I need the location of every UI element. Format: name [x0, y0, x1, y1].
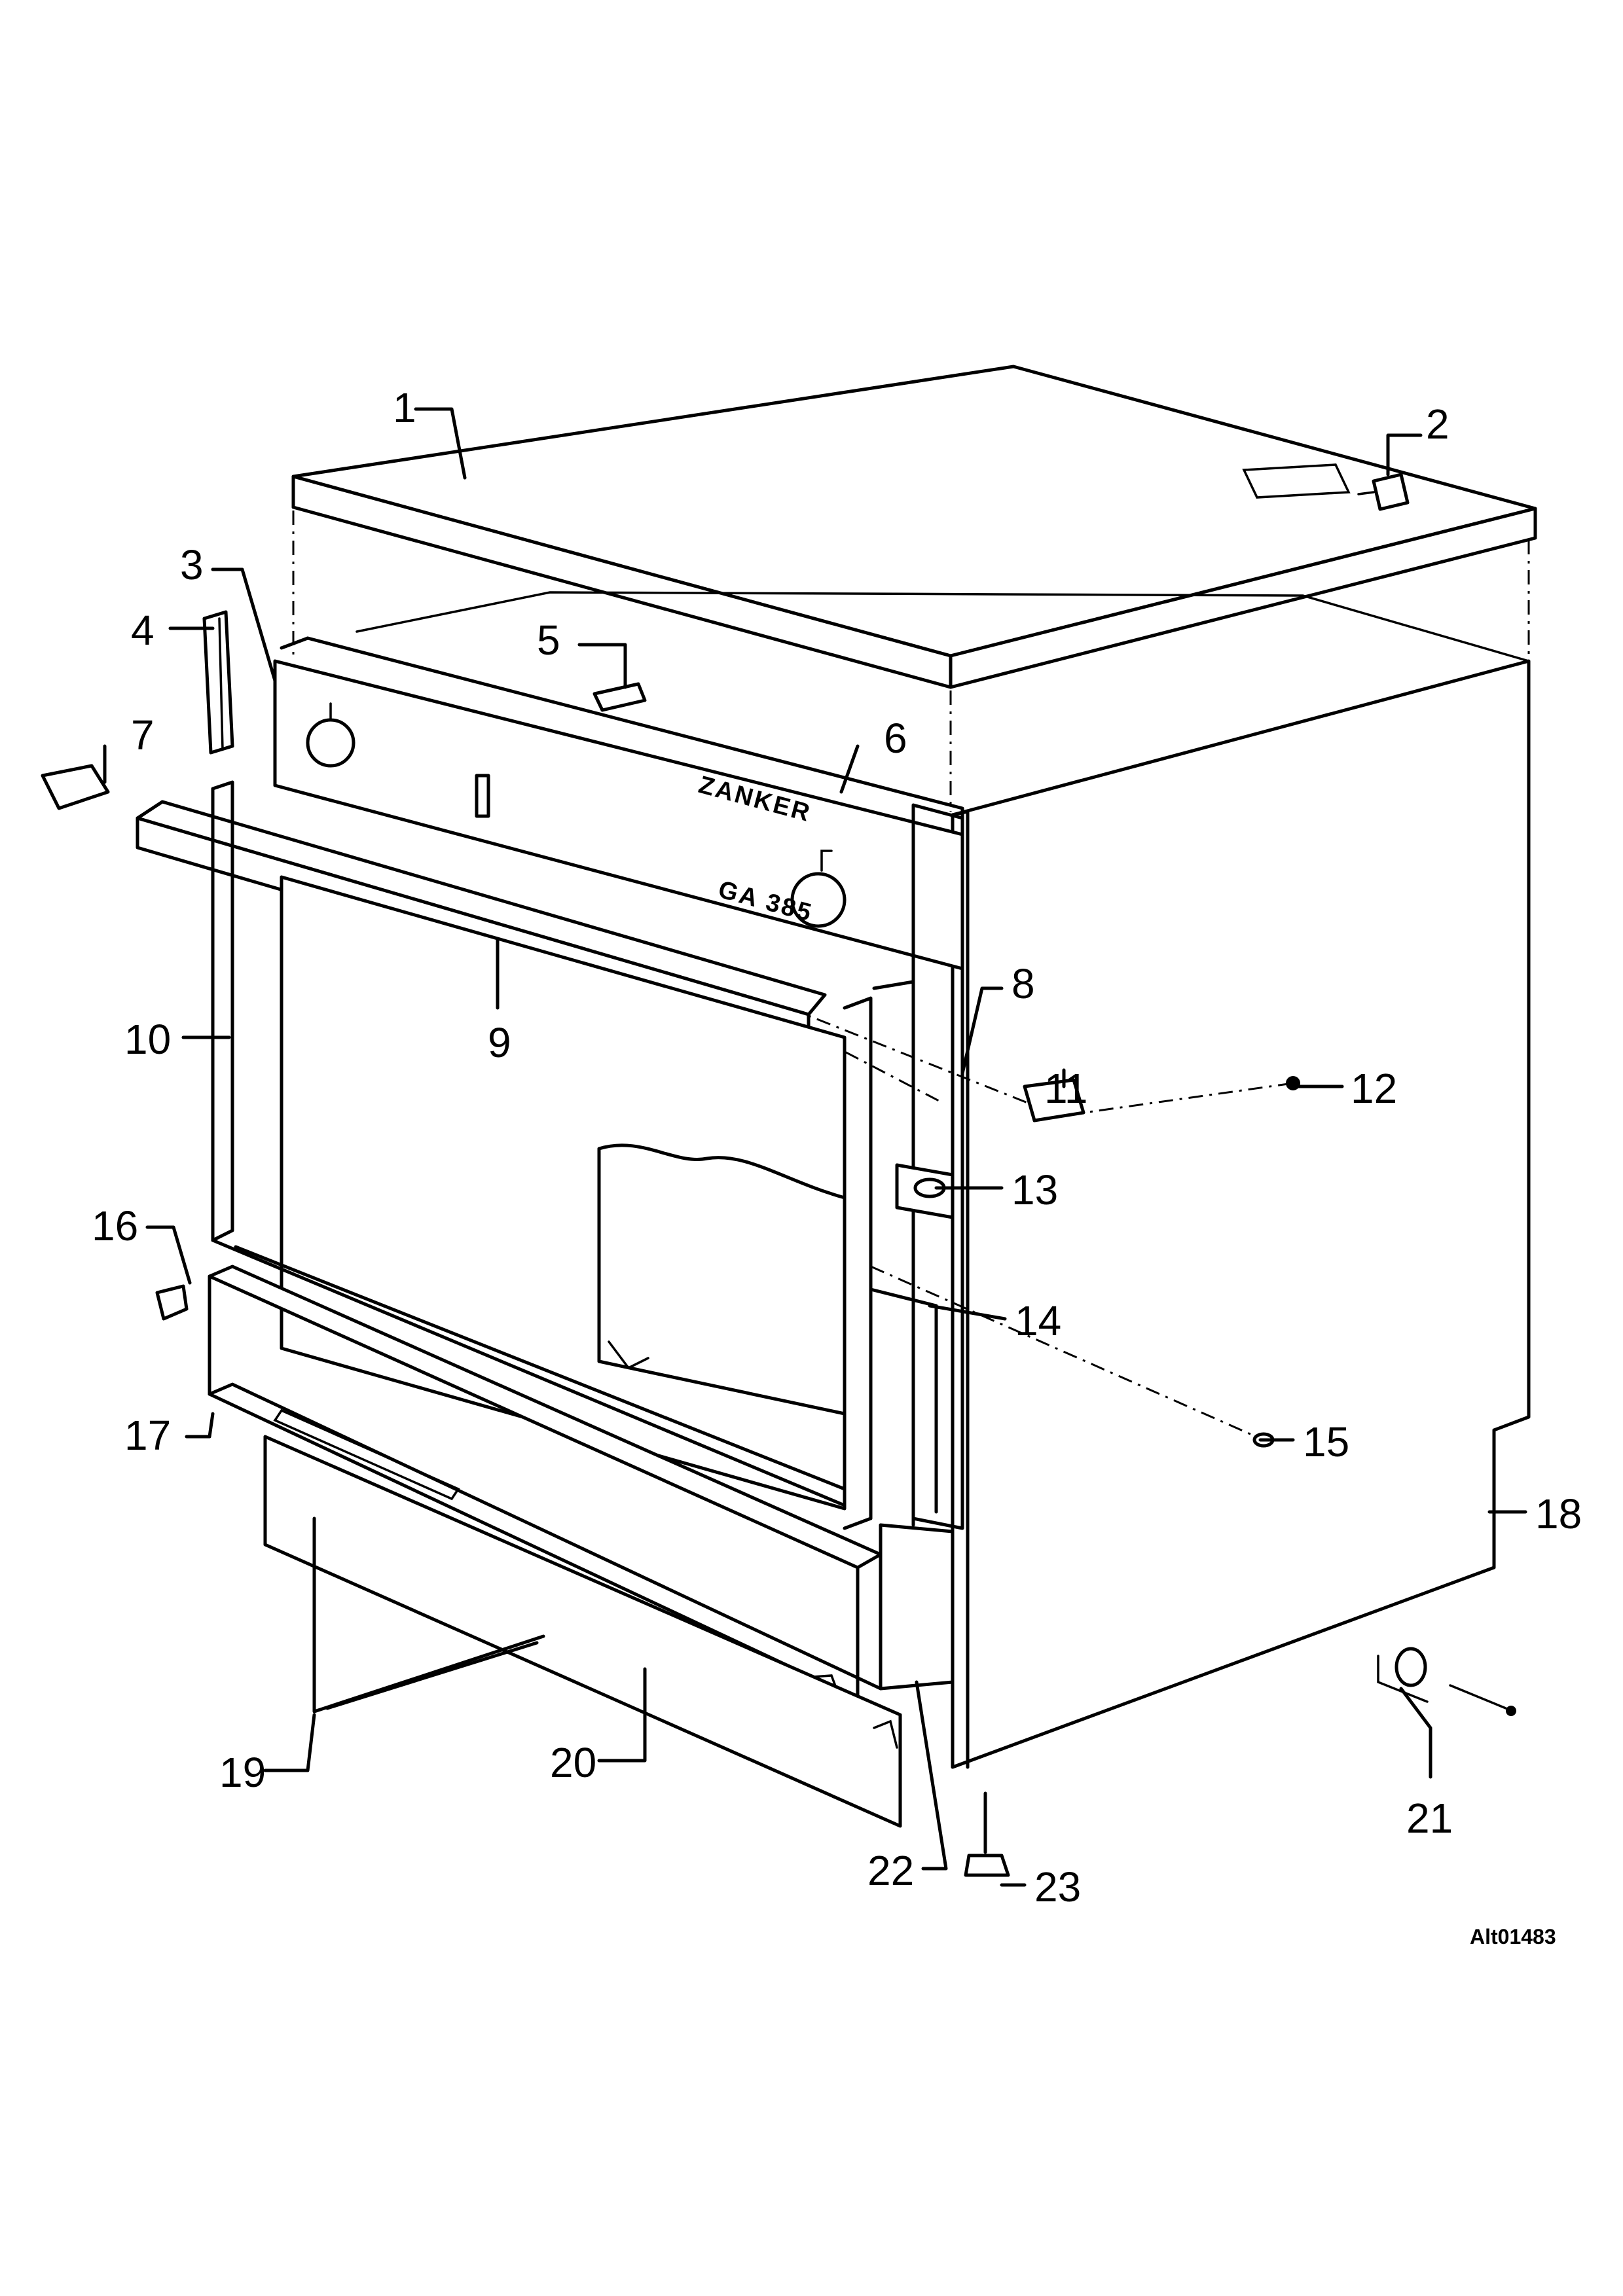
callout-7: 7 — [131, 711, 155, 759]
callout-8: 8 — [1012, 960, 1035, 1007]
callout-10: 10 — [124, 1016, 171, 1063]
worktop-top-panel — [291, 365, 1537, 689]
plinth-panel — [263, 1435, 902, 1828]
adjustable-foot-23 — [964, 1791, 1010, 1877]
right-control-knob — [790, 872, 847, 928]
callout-21: 21 — [1406, 1795, 1453, 1842]
bottom-side-strip — [879, 1523, 955, 1691]
plinth-bracket — [312, 1516, 545, 1713]
bracket-4 — [202, 610, 234, 755]
control-panel: ZANKER GA 385 — [273, 636, 964, 971]
clip-11 — [1023, 1078, 1085, 1122]
callout-1: 1 — [393, 384, 416, 431]
hinge-bracket-13 — [895, 1163, 955, 1219]
roller-21 — [1377, 1647, 1516, 1716]
cabinet-body — [356, 591, 1531, 1769]
callout-12: 12 — [1351, 1065, 1397, 1112]
callout-15: 15 — [1303, 1418, 1349, 1465]
callout-numbers: 1 2 3 4 5 6 7 8 9 10 11 12 13 16 14 15 1… — [92, 384, 1582, 1910]
leader-lines — [103, 407, 1527, 1887]
figure-code: Alt01483 — [1470, 1925, 1556, 1948]
clip-5 — [593, 682, 647, 712]
callout-17: 17 — [124, 1412, 171, 1459]
callout-23: 23 — [1034, 1863, 1081, 1910]
callout-6: 6 — [884, 715, 907, 762]
left-control-knob — [306, 718, 356, 768]
callout-14: 14 — [1015, 1297, 1061, 1344]
screw-12 — [1286, 1076, 1300, 1090]
callout-2: 2 — [1426, 401, 1450, 448]
callout-16: 16 — [92, 1202, 138, 1249]
callout-18: 18 — [1535, 1490, 1582, 1537]
callout-4: 4 — [131, 607, 155, 654]
callout-3: 3 — [180, 541, 204, 588]
callout-20: 20 — [550, 1739, 596, 1786]
indicator-lamp — [475, 774, 490, 818]
callout-11: 11 — [1044, 1065, 1087, 1112]
callout-19: 19 — [219, 1749, 266, 1796]
callout-22: 22 — [867, 1847, 914, 1894]
bracket-2 — [1357, 473, 1410, 511]
callout-13: 13 — [1012, 1166, 1058, 1213]
clip-16 — [155, 1284, 189, 1321]
cap-7 — [41, 764, 110, 810]
side-trim-strip — [872, 803, 964, 1530]
callout-5: 5 — [537, 617, 560, 664]
hinge-14 — [869, 1287, 938, 1514]
callout-9: 9 — [488, 1019, 511, 1066]
